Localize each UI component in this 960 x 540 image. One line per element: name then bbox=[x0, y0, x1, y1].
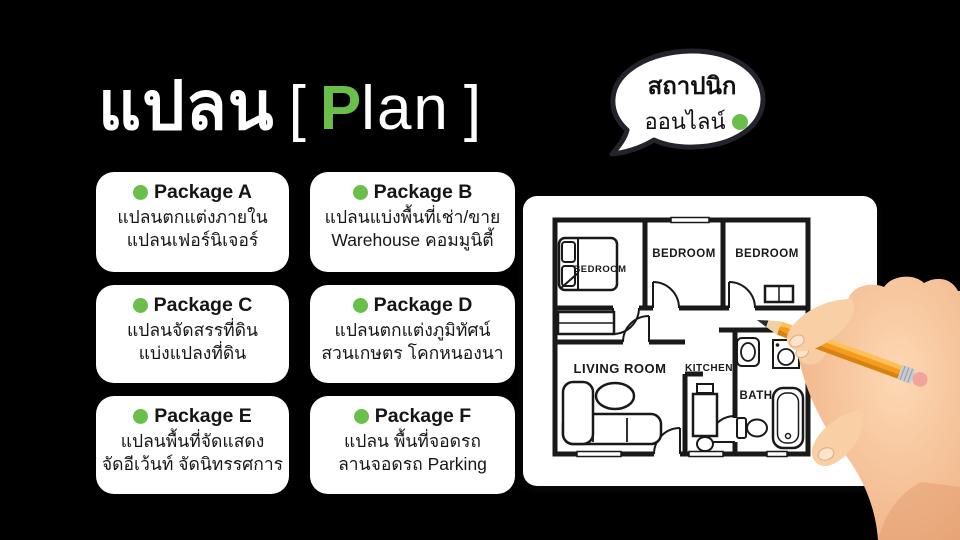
package-title: Package B bbox=[373, 181, 473, 203]
package-title-row: Package E bbox=[96, 405, 289, 428]
room-label-bedroom-2: BEDROOM bbox=[652, 248, 716, 260]
room-label-kitchen: KITCHEN bbox=[685, 363, 733, 374]
plan-windows bbox=[576, 215, 788, 459]
plan-closets bbox=[556, 284, 795, 336]
package-line2: Warehouse คอมมูนิตี้ bbox=[331, 229, 494, 250]
page-title: แปลน [ P lan ] bbox=[98, 52, 495, 159]
package-line1: แปลน พื้นที่จอดรถ bbox=[343, 431, 482, 451]
green-dot-icon bbox=[352, 185, 368, 200]
package-line2: แบ่งแปลงที่ดิน bbox=[138, 342, 247, 363]
package-title: Package D bbox=[373, 294, 473, 316]
package-line2: ลานจอดรถ Parking bbox=[338, 453, 487, 474]
bubble-line2: ออนไลน์ bbox=[644, 109, 725, 134]
package-line2: แปลนเฟอร์นิเจอร์ bbox=[126, 229, 259, 250]
room-label-living-room: LIVING ROOM bbox=[574, 361, 667, 376]
title-thai: แปลน bbox=[98, 69, 275, 144]
package-card-c: Package C แปลนจัดสรรที่ดิน แบ่งแปลงที่ดิ… bbox=[96, 285, 289, 383]
package-title: Package E bbox=[154, 405, 252, 427]
floor-plan-drawing: BEDROOM BEDROOM BEDROOM LIVING ROOM KITC… bbox=[552, 215, 811, 459]
package-title: Package C bbox=[153, 294, 253, 316]
package-title-row: Package C bbox=[96, 294, 289, 317]
coffee-table-icon bbox=[594, 381, 636, 411]
package-card-b: Package B แปลนแบ่งพื้นที่เช่า/ขาย Wareho… bbox=[310, 172, 515, 272]
title-bracket-open: [ bbox=[288, 74, 306, 143]
bubble-green-dot-icon bbox=[732, 114, 748, 130]
speech-bubble: สถาปนิก ออนไลน์ bbox=[609, 48, 766, 157]
package-card-a: Package A แปลนตกแต่งภายใน แปลนเฟอร์นิเจอ… bbox=[96, 172, 289, 272]
title-bracket-close: ] bbox=[463, 74, 482, 143]
package-title: Package F bbox=[374, 405, 472, 427]
wrist-shadow bbox=[878, 482, 960, 540]
package-title-row: Package F bbox=[310, 405, 515, 428]
package-title-row: Package D bbox=[310, 294, 515, 317]
plan-labels: BEDROOM BEDROOM BEDROOM LIVING ROOM KITC… bbox=[573, 248, 798, 402]
package-line2: สวนเกษตร โคกหนองนา bbox=[321, 342, 504, 363]
package-card-f: Package F แปลน พื้นที่จอดรถ ลานจอดรถ Par… bbox=[310, 396, 515, 494]
package-line1: แปลนตกแต่งภูมิทัศน์ bbox=[334, 320, 491, 340]
package-card-e: Package E แปลนพื้นที่จัดแสดง จัดอีเว้นท์… bbox=[96, 396, 289, 494]
green-dot-icon bbox=[352, 298, 368, 313]
room-label-bedroom-1: BEDROOM bbox=[573, 264, 626, 275]
package-line2: จัดอีเว้นท์ จัดนิทรรศการ bbox=[101, 453, 284, 474]
green-dot-icon bbox=[133, 185, 149, 200]
title-plan-p: P bbox=[319, 74, 362, 143]
kitchen-table-icon bbox=[691, 383, 719, 452]
package-line1: แปลนแบ่งพื้นที่เช่า/ขาย bbox=[324, 207, 501, 227]
room-label-bedroom-3: BEDROOM bbox=[735, 248, 799, 260]
green-dot-icon bbox=[353, 409, 369, 424]
bed-icon bbox=[557, 236, 619, 292]
green-dot-icon bbox=[132, 298, 148, 313]
package-line1: แปลนพื้นที่จัดแสดง bbox=[120, 431, 265, 451]
package-line1: แปลนตกแต่งภายใน bbox=[117, 207, 268, 227]
title-plan-lan: lan bbox=[361, 74, 450, 143]
package-title-row: Package A bbox=[96, 181, 289, 204]
bubble-line1: สถาปนิก bbox=[648, 73, 737, 100]
room-label-bath: BATH bbox=[739, 390, 772, 402]
package-grid: Package A แปลนตกแต่งภายใน แปลนเฟอร์นิเจอ… bbox=[96, 172, 515, 494]
package-line1: แปลนจัดสรรที่ดิน bbox=[126, 320, 259, 340]
speech-bubble-shape bbox=[609, 48, 766, 157]
package-title: Package A bbox=[154, 181, 252, 203]
floor-plan-card: BEDROOM BEDROOM BEDROOM LIVING ROOM KITC… bbox=[523, 196, 877, 486]
sofa-icon bbox=[561, 380, 663, 446]
green-dot-icon bbox=[133, 409, 149, 424]
package-title-row: Package B bbox=[310, 181, 515, 204]
package-card-d: Package D แปลนตกแต่งภูมิทัศน์ สวนเกษตร โ… bbox=[310, 285, 515, 383]
